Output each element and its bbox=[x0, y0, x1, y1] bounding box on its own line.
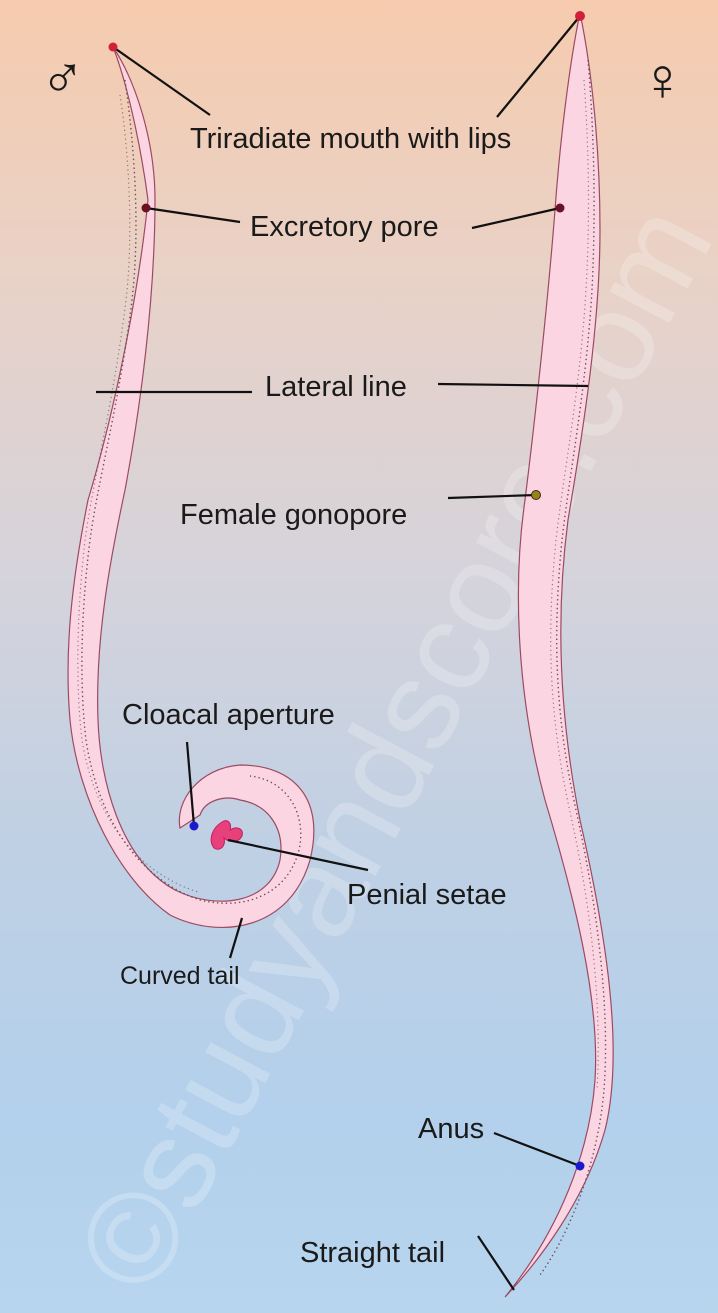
label-straight-tail: Straight tail bbox=[300, 1237, 445, 1269]
male-excretory-pore-dot bbox=[142, 204, 151, 213]
leader-straight-tail bbox=[478, 1236, 514, 1290]
label-female-gonopore: Female gonopore bbox=[180, 499, 407, 531]
watermark: ©studyandscore.com bbox=[48, 183, 718, 1313]
label-excretory-pore: Excretory pore bbox=[250, 211, 439, 243]
label-anus: Anus bbox=[418, 1113, 484, 1145]
label-lateral-line: Lateral line bbox=[265, 371, 407, 403]
female-gonopore-dot bbox=[532, 491, 541, 500]
label-curved-tail: Curved tail bbox=[120, 962, 240, 990]
female-excretory-pore-dot bbox=[556, 204, 565, 213]
female-symbol: ♀ bbox=[640, 46, 685, 113]
cloacal-aperture-dot bbox=[190, 822, 199, 831]
male-mouth-dot bbox=[109, 43, 118, 52]
leader-excretory-male bbox=[146, 208, 240, 222]
leader-anus bbox=[494, 1133, 580, 1166]
penial-setae bbox=[211, 821, 242, 850]
leader-excretory-female bbox=[472, 208, 560, 228]
label-mouth: Triradiate mouth with lips bbox=[190, 123, 511, 155]
female-mouth-dot bbox=[575, 11, 585, 21]
anus-dot bbox=[576, 1162, 585, 1171]
label-cloacal-aperture: Cloacal aperture bbox=[122, 699, 335, 731]
label-penial-setae: Penial setae bbox=[347, 879, 507, 911]
male-symbol: ♂ bbox=[40, 44, 85, 111]
